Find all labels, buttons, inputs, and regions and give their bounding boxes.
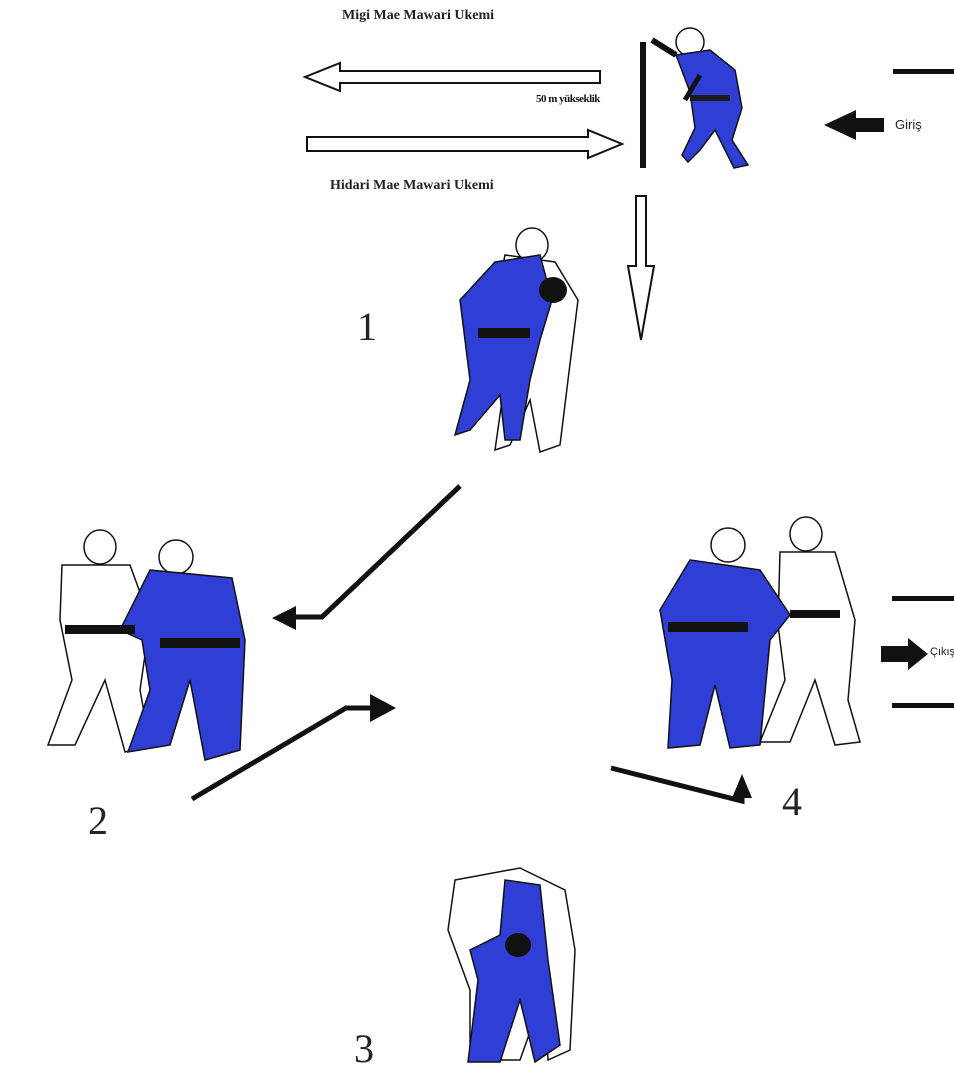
exit-line-bottom [892, 703, 954, 708]
migi-mae-mawari-ukemi-label: Migi Mae Mawari Ukemi [342, 8, 495, 23]
down-outline-arrow [626, 195, 656, 341]
entry-label: Giriş [895, 117, 922, 132]
exit-arrow [881, 638, 928, 670]
right-outline-arrow [306, 128, 625, 160]
exit-label: Çıkış [930, 646, 954, 658]
step-2-figure [46, 529, 246, 761]
step-1-figure [453, 227, 579, 453]
step-4-figure [659, 516, 861, 749]
entry-arrow [824, 110, 884, 140]
solo-judoka-figure [650, 27, 750, 169]
arrow-1-to-2 [272, 484, 462, 630]
hidari-mae-mawari-ukemi-label: Hidari Mae Mawari Ukemi [330, 178, 494, 193]
step-number-4: 4 [782, 779, 802, 824]
arrow-2-to-3 [190, 694, 396, 802]
step-number-1: 1 [357, 304, 377, 349]
distance-label: 50 m yükseklik [536, 93, 600, 105]
step-number-2: 2 [88, 798, 108, 843]
step-number-3: 3 [354, 1026, 374, 1071]
arrow-3-to-4 [610, 765, 752, 805]
start-barrier-line [640, 42, 646, 168]
exit-line-top [892, 596, 954, 601]
left-outline-arrow [302, 61, 601, 93]
step-3-figure [447, 867, 576, 1064]
entry-line [893, 69, 954, 74]
